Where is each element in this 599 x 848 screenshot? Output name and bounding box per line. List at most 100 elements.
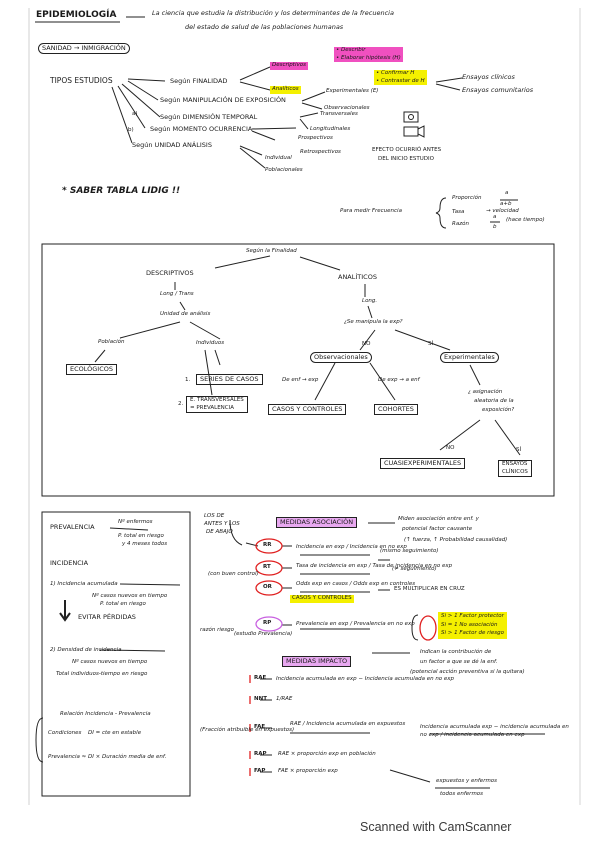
tree-series: SERIES DE CASOS bbox=[196, 374, 263, 386]
scanner-watermark: Scanned with CamScanner bbox=[360, 820, 512, 834]
segun-unidad: Según UNIDAD ANÁLISIS bbox=[132, 141, 212, 149]
tree-long: Long. bbox=[362, 298, 378, 304]
nnt-label: NNT bbox=[254, 696, 267, 702]
medidas-impacto-title: MEDIDAS IMPACTO bbox=[282, 656, 352, 667]
efecto-line-1: EFECTO OCURRIÓ ANTES bbox=[372, 147, 442, 153]
tree-de-exp: De exp → a enf bbox=[378, 377, 420, 383]
tree-no: NO bbox=[362, 341, 371, 347]
fae-formula: RAE / Incidencia acumulada en expuestos bbox=[290, 721, 406, 727]
efecto-line-2: DEL INICIO ESTUDIO bbox=[378, 156, 434, 162]
tree-se-manipula: ¿Se manipula la exp? bbox=[344, 319, 403, 325]
sanidad-label: SANIDAD → INMIGRACIÓN bbox=[38, 43, 130, 55]
tree-asignacion-3: exposición? bbox=[482, 407, 515, 413]
fap-label: FAP bbox=[254, 768, 266, 774]
tree-n1: 1. bbox=[185, 377, 191, 383]
prevalencia-den-2: y 4 meses todos bbox=[122, 541, 168, 547]
longitudinales-label: Longitudinales bbox=[310, 126, 351, 132]
tree-si-2: SÍ bbox=[516, 447, 522, 453]
fap-formula: FAE × proporción exp bbox=[278, 768, 338, 774]
relacion-prevalencia: Prevalencia ≈ DI × Duración media de enf… bbox=[48, 754, 167, 760]
incidencia-acumulada: 1) Incidencia acumulada bbox=[50, 581, 118, 587]
descriptivos-highlight: Descriptivos bbox=[270, 62, 308, 70]
rr-label: RR bbox=[263, 542, 272, 548]
antes-3: DE ABAJO bbox=[206, 529, 233, 535]
rap-formula: RAE × proporción exp en población bbox=[278, 751, 376, 757]
rr-note: (mismo seguimiento) bbox=[380, 548, 439, 554]
medidas-asociacion-title: MEDIDAS ASOCIACIÓN bbox=[276, 517, 358, 528]
definition-line-2: del estado de salud de las poblaciones h… bbox=[185, 23, 344, 31]
segun-finalidad: Según FINALIDAD bbox=[170, 77, 228, 85]
analiticos-highlight: Analíticos bbox=[270, 86, 301, 94]
incidencia-label: INCIDENCIA bbox=[50, 559, 89, 567]
nnt-formula: 1/RAE bbox=[276, 696, 293, 702]
proporcion-label: Proporción bbox=[452, 195, 482, 201]
prevalencia-label: PREVALENCIA bbox=[50, 523, 95, 531]
segun-temporal: Según DIMENSIÓN TEMPORAL bbox=[160, 113, 258, 121]
evitar-perdidas: EVITAR PÉRDIDAS bbox=[78, 613, 136, 621]
relacion-label: Relación Incidencia - Prevalencia bbox=[60, 711, 151, 717]
fap-note-2: todos enfermos bbox=[440, 791, 484, 797]
transversales-label: Transversales bbox=[320, 111, 358, 117]
tree-long-trans: Long / Trans bbox=[160, 291, 194, 297]
impacto-note-1: Indican la contribución de bbox=[420, 649, 492, 655]
tree-descriptivos: DESCRIPTIVOS bbox=[146, 269, 194, 277]
segun-momento: Según MOMENTO OCURRENCIA bbox=[150, 125, 253, 133]
rt-side: (con buen control) bbox=[208, 571, 259, 577]
tree-unidad: Unidad de análisis bbox=[160, 311, 211, 317]
definition-line-1: La ciencia que estudia la distribución y… bbox=[152, 9, 394, 17]
ensayos-clinicos: Ensayos clínicos bbox=[462, 73, 515, 81]
impacto-note-3: (potencial acción preventiva si la quita… bbox=[410, 669, 525, 675]
tipos-estudios-label: TIPOS ESTUDIOS bbox=[50, 76, 113, 85]
fap-note-1: expuestos y enfermos bbox=[436, 778, 498, 784]
antes-2: ANTES Y LOS bbox=[204, 521, 240, 527]
densidad-den: Total individuos-tiempo en riesgo bbox=[56, 671, 148, 677]
incidencia-acum-num: Nº casos nuevos en tiempo bbox=[92, 593, 168, 599]
or-label: OR bbox=[263, 584, 272, 590]
razon-num: a bbox=[493, 214, 497, 220]
prospectivos-label: Prospectivos bbox=[298, 135, 333, 141]
tree-n2: 2. bbox=[178, 401, 184, 407]
rt-formula: Tasa de incidencia en exp / Tasa de inci… bbox=[296, 563, 453, 569]
tree-ecologicos: ECOLÓGICOS bbox=[66, 364, 118, 376]
interpretation-box: Si > 1 Factor protector Si = 1 No asocia… bbox=[438, 612, 507, 639]
tree-observacionales: Observacionales bbox=[310, 352, 372, 364]
individual-label: Individual bbox=[265, 155, 292, 161]
tasa-note: → velocidad bbox=[486, 208, 519, 214]
proporcion-num: a bbox=[505, 190, 509, 196]
page-title: EPIDEMIOLOGÍA bbox=[36, 10, 117, 20]
or-formula: Odds exp en casos / Odds exp en controle… bbox=[296, 581, 416, 587]
relacion-di-cte: DI = cte en estable bbox=[88, 730, 142, 736]
antes-1: LOS DE bbox=[204, 513, 225, 519]
asociacion-note-2: potencial factor causante bbox=[402, 526, 473, 532]
relacion-condiciones: Condiciones bbox=[48, 730, 82, 736]
tree-de-enf: De enf → exp bbox=[282, 377, 319, 383]
tree-cuasi: CUASIEXPERIMENTALES bbox=[380, 458, 466, 470]
tree-asignacion-2: aleatoria de la bbox=[474, 398, 514, 404]
tree-cohortes: COHORTES bbox=[374, 404, 418, 416]
casos-controles-highlight: CASOS Y CONTROLES bbox=[290, 595, 354, 603]
rae-formula: Incidencia acumulada en exp − Incidencia… bbox=[276, 676, 455, 682]
tree-no-2: NO bbox=[446, 445, 455, 451]
fae-side: (Fracción atribuible en expuestos) bbox=[200, 727, 295, 733]
razon-label: Razón bbox=[452, 221, 469, 227]
tree-transversales-box: E. TRANSVERSALES = PREVALENCIA bbox=[186, 396, 248, 413]
tree-analiticos: ANALÍTICOS bbox=[338, 273, 377, 281]
retrospectivos-label: Retrospectivos bbox=[300, 149, 341, 155]
tree-ensayos-box: ENSAYOS CLÍNICOS bbox=[498, 460, 532, 477]
prevalencia-den-1: P. total en riesgo bbox=[118, 533, 164, 539]
tree-root: Según la Finalidad bbox=[246, 248, 297, 254]
rap-label: RAP bbox=[254, 751, 267, 757]
tree-individuos: Individuos bbox=[196, 340, 225, 346]
tasa-label: Tasa bbox=[452, 209, 465, 215]
rae-label: RAE bbox=[254, 675, 267, 681]
or-note: ES MULTIPLICAR EN CRUZ bbox=[394, 586, 465, 592]
rr-formula: Incidencia en exp / Incidencia en no exp bbox=[296, 544, 407, 550]
label-a: a) bbox=[132, 111, 138, 117]
razon-den: b bbox=[493, 224, 497, 230]
impacto-note-2: un factor a que se dé la enf. bbox=[420, 659, 498, 665]
rp-label: RP bbox=[263, 620, 272, 626]
tree-asignacion-1: ¿ asignación bbox=[468, 389, 503, 395]
rp-formula: Prevalencia en exp / Prevalencia en no e… bbox=[296, 621, 415, 627]
